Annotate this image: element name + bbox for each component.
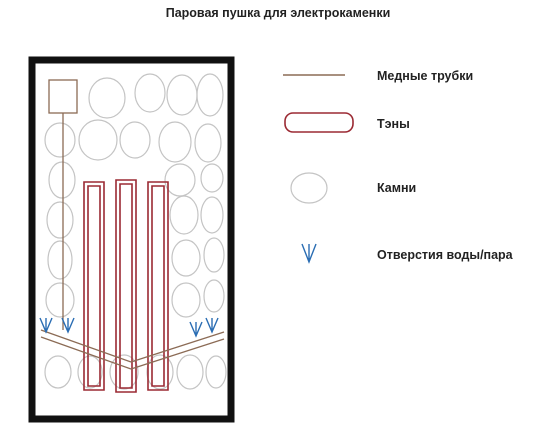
nozzle-icon	[39, 317, 53, 334]
stone	[171, 239, 201, 277]
copper-pipe	[130, 338, 225, 370]
legend-label-heater: Тэны	[377, 117, 410, 131]
stone	[205, 355, 227, 389]
diagram-title: Паровая пушка для электрокаменки	[165, 6, 391, 20]
legend-label-stone: Камни	[377, 181, 417, 195]
stone	[78, 119, 118, 161]
legend-stone-symbol	[290, 172, 328, 204]
heaters	[83, 179, 169, 393]
stone	[194, 123, 222, 163]
stone	[119, 121, 151, 159]
stone	[77, 355, 103, 389]
stone	[200, 163, 224, 193]
copper-pipe	[130, 331, 225, 363]
nozzle-icon	[205, 317, 219, 334]
legend-label-copper: Медные трубки	[377, 69, 474, 83]
stone	[44, 355, 72, 389]
copper-pipe	[40, 329, 132, 363]
stone	[88, 77, 126, 119]
stone	[203, 237, 225, 273]
legend-heater-symbol	[284, 112, 354, 133]
housing-frame	[28, 56, 235, 423]
stone	[48, 161, 76, 199]
water-inlet-box	[48, 79, 78, 114]
nozzle-icon	[189, 321, 203, 338]
heater-element	[151, 185, 165, 387]
stone	[44, 122, 76, 158]
stone	[45, 282, 75, 318]
stone	[203, 279, 225, 313]
heater-element	[115, 179, 137, 393]
stone	[176, 354, 204, 390]
stone	[109, 354, 139, 390]
stone	[200, 196, 224, 234]
stone	[171, 282, 201, 318]
stone	[164, 163, 196, 197]
nozzle-icon	[61, 317, 75, 334]
legend-nozzle-icon	[301, 243, 317, 264]
stone	[134, 73, 166, 113]
stone	[169, 195, 199, 235]
stone	[46, 201, 74, 239]
heater-element	[147, 181, 169, 391]
copper-pipe	[40, 336, 132, 370]
heater-element	[119, 183, 133, 389]
stone	[47, 240, 73, 280]
stones	[44, 73, 227, 390]
nozzles	[39, 317, 219, 338]
heater-element	[83, 181, 105, 391]
copper-pipes	[40, 79, 225, 370]
stone	[166, 74, 198, 116]
legend-label-nozzle: Отверстия воды/пара	[377, 248, 513, 262]
stone	[158, 121, 192, 163]
heater-element	[87, 185, 101, 387]
stone	[146, 354, 174, 390]
stone	[196, 73, 224, 117]
